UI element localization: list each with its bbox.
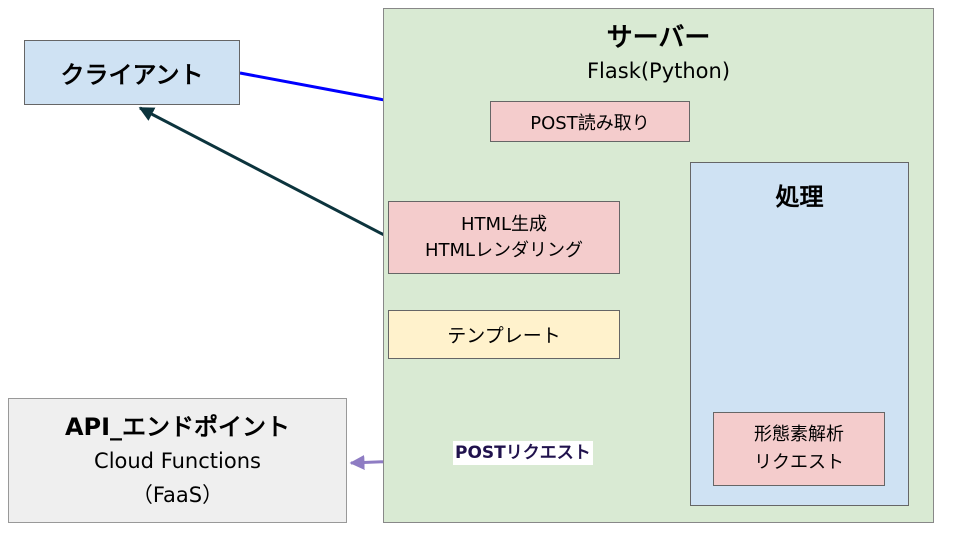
api-endpoint-box: API_エンドポイント Cloud Functions （FaaS） <box>8 398 347 523</box>
post-read-box: POST読み取り <box>490 101 690 142</box>
morph-line-1: 形態素解析 <box>754 424 844 445</box>
morph-request-box: 形態素解析 リクエスト <box>713 412 885 486</box>
arrow-html-to-client <box>138 106 389 239</box>
client-box: クライアント <box>24 40 240 105</box>
post-read-label: POST読み取り <box>530 112 650 134</box>
html-generation-line: HTML生成 <box>460 213 548 235</box>
html-generation-box: HTML生成 HTMLレンダリング <box>388 201 620 274</box>
client-label: クライアント <box>60 61 204 89</box>
template-box: テンプレート <box>388 310 620 359</box>
post-request-label: POSTリクエスト <box>453 441 593 465</box>
api-title: API_エンドポイント <box>64 412 291 441</box>
server-subtitle: Flask(Python) <box>586 59 731 83</box>
morph-line-2: リクエスト <box>754 452 844 473</box>
html-rendering-line: HTMLレンダリング <box>424 239 584 261</box>
server-title: サーバー <box>606 23 711 53</box>
template-label: テンプレート <box>447 325 561 347</box>
process-title: 処理 <box>775 183 824 211</box>
api-model: （FaaS） <box>131 482 224 507</box>
api-platform: Cloud Functions <box>94 448 261 473</box>
